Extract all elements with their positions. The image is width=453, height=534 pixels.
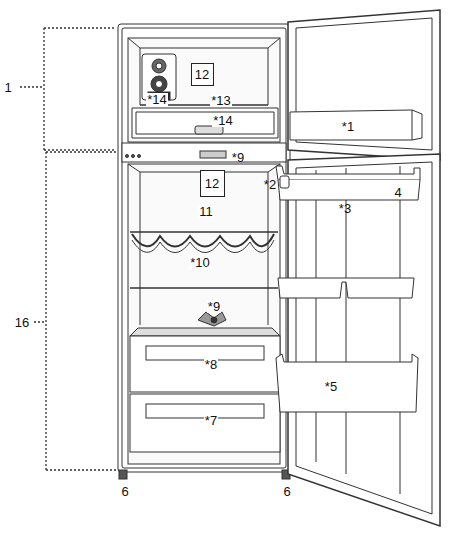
callout-number: 1 (3, 81, 12, 94)
crisper-drawer (130, 336, 280, 392)
glass-shelf (130, 231, 278, 233)
crisper-cover (130, 328, 280, 336)
callout-number: 6 (120, 485, 129, 498)
callout-number: 12 (205, 177, 219, 190)
wine-rack (132, 234, 274, 247)
egg-tray (280, 176, 289, 188)
callout-number: *9 (207, 300, 221, 313)
callout-number: *5 (324, 380, 338, 393)
fridge-door (276, 154, 440, 526)
callout-number: *3 (338, 202, 352, 215)
callout-box: 12 (191, 63, 214, 86)
control-panel (200, 151, 226, 158)
callout-number: *13 (210, 94, 232, 107)
fan-unit (198, 312, 226, 326)
callout-number: 4 (393, 186, 402, 199)
freshzone-drawer (130, 394, 280, 452)
callout-box: 12 (200, 170, 225, 197)
callout-number: 11 (198, 205, 214, 218)
freezer-compartment (128, 38, 280, 142)
callout-number: *7 (204, 414, 218, 427)
callout-number: 12 (195, 68, 209, 81)
callout-number: *10 (189, 256, 211, 269)
callout-number: 16 (14, 316, 30, 329)
fridge-compartment (128, 164, 280, 464)
freezer-door (288, 10, 440, 160)
bracket (20, 28, 116, 470)
foot (119, 470, 127, 479)
freezer-tray (132, 108, 278, 138)
callout-number: *14 (146, 93, 168, 106)
cabinet (118, 24, 290, 472)
callout-number: 6 (282, 485, 291, 498)
callout-number: *9 (231, 151, 245, 164)
callout-number: *14 (212, 114, 234, 127)
callout-number: *8 (204, 358, 218, 371)
callout-number: *1 (341, 120, 355, 133)
glass-shelf (130, 287, 278, 289)
callout-number: *2 (263, 178, 277, 191)
